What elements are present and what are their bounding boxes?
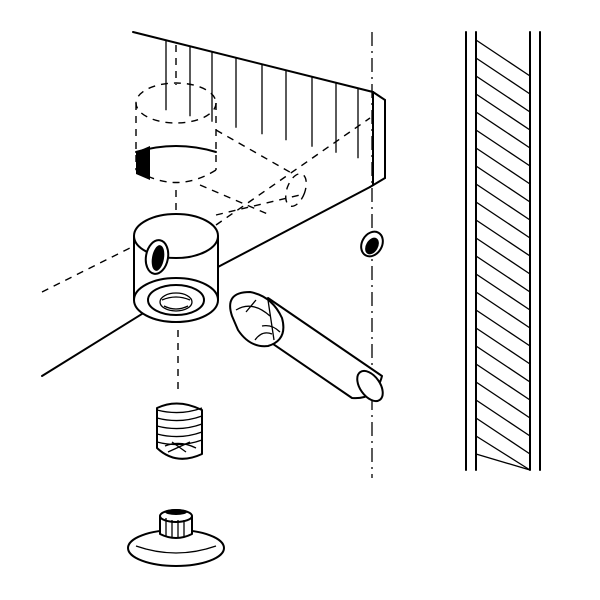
cover-cap <box>127 509 225 567</box>
threaded-dowel-bolt <box>229 291 384 403</box>
bore-shadow <box>136 146 150 180</box>
set-screw <box>156 402 203 460</box>
panel-board <box>41 31 386 377</box>
hidden-bore-lines <box>41 45 371 395</box>
cam-connector-housing <box>133 213 219 323</box>
side-panel-hatched <box>465 31 541 471</box>
small-washer-plug <box>360 230 384 258</box>
